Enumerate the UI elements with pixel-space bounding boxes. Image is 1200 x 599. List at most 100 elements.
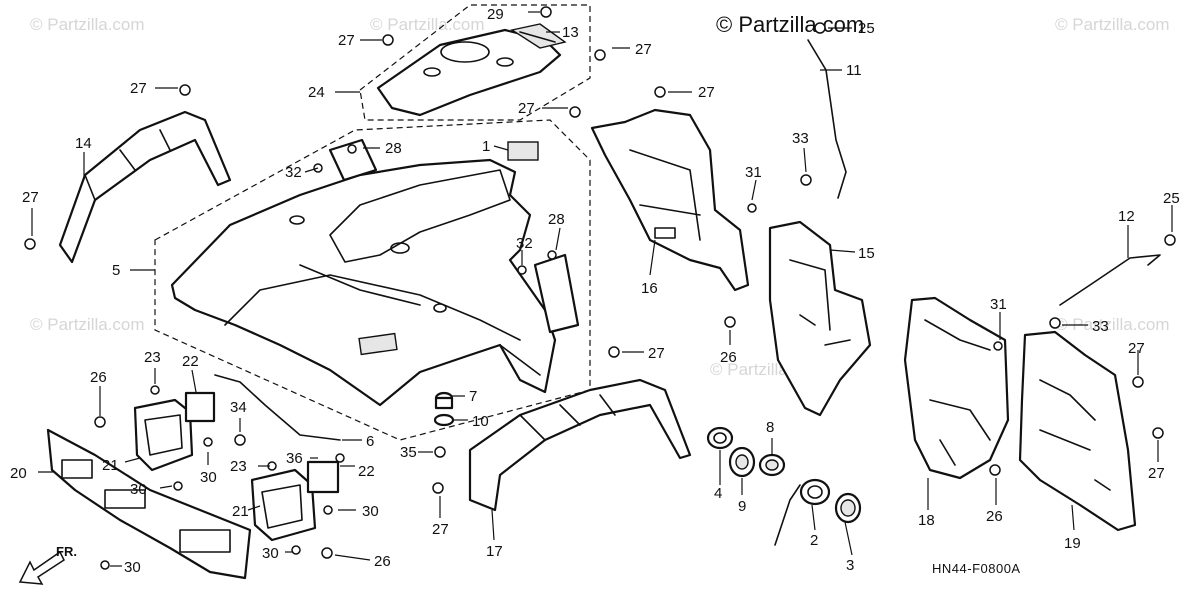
part-socket	[774, 478, 831, 546]
callout-30: 30	[124, 559, 141, 576]
callout-21: 21	[102, 457, 119, 474]
callout-22: 22	[358, 463, 375, 480]
callout-19: 19	[1064, 535, 1081, 552]
callout-11: 11	[846, 62, 862, 79]
callout-13: 13	[562, 24, 579, 41]
callout-34: 34	[230, 399, 247, 416]
direction-label: FR.	[56, 544, 77, 559]
callout-33: 33	[1092, 318, 1109, 335]
watermark: © Partzilla.com	[1055, 315, 1170, 334]
callout-26: 26	[720, 349, 737, 366]
callout-labels: 29 13 27 27 27 24 27 27 1 28 32 14 27 28…	[10, 6, 1180, 576]
watermark: © Partzilla.com	[30, 15, 145, 34]
callout-18: 18	[918, 512, 935, 529]
callout-7: 7	[469, 388, 477, 405]
callout-28: 28	[548, 211, 565, 228]
part-headlight-bracket	[133, 398, 194, 472]
callout-25: 25	[858, 20, 875, 37]
callout-27: 27	[432, 521, 449, 538]
callout-32: 32	[285, 164, 302, 181]
callout-20: 20	[10, 465, 27, 482]
callout-29: 29	[487, 6, 504, 23]
callout-30: 30	[130, 481, 147, 498]
callout-23: 23	[230, 458, 247, 475]
callout-30: 30	[362, 503, 379, 520]
callout-33: 33	[792, 130, 809, 147]
watermark: © Partzilla.com	[1055, 15, 1170, 34]
part-side-panel-left	[590, 108, 750, 292]
part-rod-front	[214, 374, 341, 441]
part-emblem	[507, 141, 539, 161]
callout-27: 27	[1128, 340, 1145, 357]
watermark: © Partzilla.com	[30, 315, 145, 334]
part-front-bumper	[46, 428, 252, 580]
callout-27: 27	[338, 32, 355, 49]
callout-27: 27	[22, 189, 39, 206]
callout-26: 26	[986, 508, 1003, 525]
callout-17: 17	[486, 543, 503, 560]
callout-22: 22	[182, 353, 199, 370]
part-grommet	[728, 446, 756, 478]
group-box-main	[154, 119, 591, 441]
callout-10: 10	[472, 413, 489, 430]
callout-6: 6	[366, 433, 374, 450]
callout-32: 32	[516, 235, 533, 252]
part-rubber-block	[184, 391, 216, 423]
watermarks: © Partzilla.com © Partzilla.com © Partzi…	[30, 15, 1170, 379]
callout-30: 30	[262, 545, 279, 562]
callout-31: 31	[745, 164, 762, 181]
callout-4: 4	[714, 485, 722, 502]
callout-15: 15	[858, 245, 875, 262]
callout-27: 27	[1148, 465, 1165, 482]
callout-30: 30	[200, 469, 217, 486]
callout-12: 12	[1118, 208, 1135, 225]
part-cap	[834, 492, 862, 524]
callout-31: 31	[990, 296, 1007, 313]
part-rubber-block	[306, 460, 340, 494]
leader-lines	[31, 11, 1173, 567]
part-plate	[510, 23, 567, 49]
part-reflector-plate	[328, 138, 378, 182]
callout-8: 8	[766, 419, 774, 436]
callout-27: 27	[635, 41, 652, 58]
part-top-cover	[376, 28, 562, 117]
part-side-cover	[768, 220, 872, 417]
part-bushing	[434, 391, 454, 410]
callout-21: 21	[232, 503, 249, 520]
callout-26: 26	[90, 369, 107, 386]
callout-25: 25	[1163, 190, 1180, 207]
callout-9: 9	[738, 498, 746, 515]
callout-27: 27	[648, 345, 665, 362]
part-rod-right	[1059, 254, 1161, 306]
front-direction-arrow: FR.	[18, 544, 77, 585]
callout-27: 27	[518, 100, 535, 117]
callout-3: 3	[846, 557, 854, 574]
part-side-panel-right	[1018, 330, 1137, 532]
callout-5: 5	[112, 262, 120, 279]
part-front-fender	[170, 158, 557, 407]
diagram-code: HN44-F0800A	[932, 561, 1021, 576]
brand-text: © Partzilla.com	[716, 12, 864, 37]
part-headlight-bracket	[250, 468, 317, 542]
part-collar	[433, 413, 455, 427]
part-rod-upper	[807, 39, 847, 199]
group-box-top	[359, 4, 591, 121]
callout-2: 2	[810, 532, 818, 549]
callout-24: 24	[308, 84, 325, 101]
callout-1: 1	[482, 138, 490, 155]
callout-35: 35	[400, 444, 417, 461]
callout-23: 23	[144, 349, 161, 366]
callout-27: 27	[698, 84, 715, 101]
part-grommet	[706, 426, 734, 450]
fasteners	[24, 6, 1176, 570]
callout-36: 36	[286, 450, 303, 467]
part-inner-panel	[903, 296, 1010, 480]
part-left-fender-flap	[58, 110, 232, 264]
callout-14: 14	[75, 135, 92, 152]
callout-16: 16	[641, 280, 658, 297]
callout-28: 28	[385, 140, 402, 157]
watermark: © Partzilla.com	[370, 15, 485, 34]
part-right-fender-flap	[468, 378, 692, 512]
callout-26: 26	[374, 553, 391, 570]
